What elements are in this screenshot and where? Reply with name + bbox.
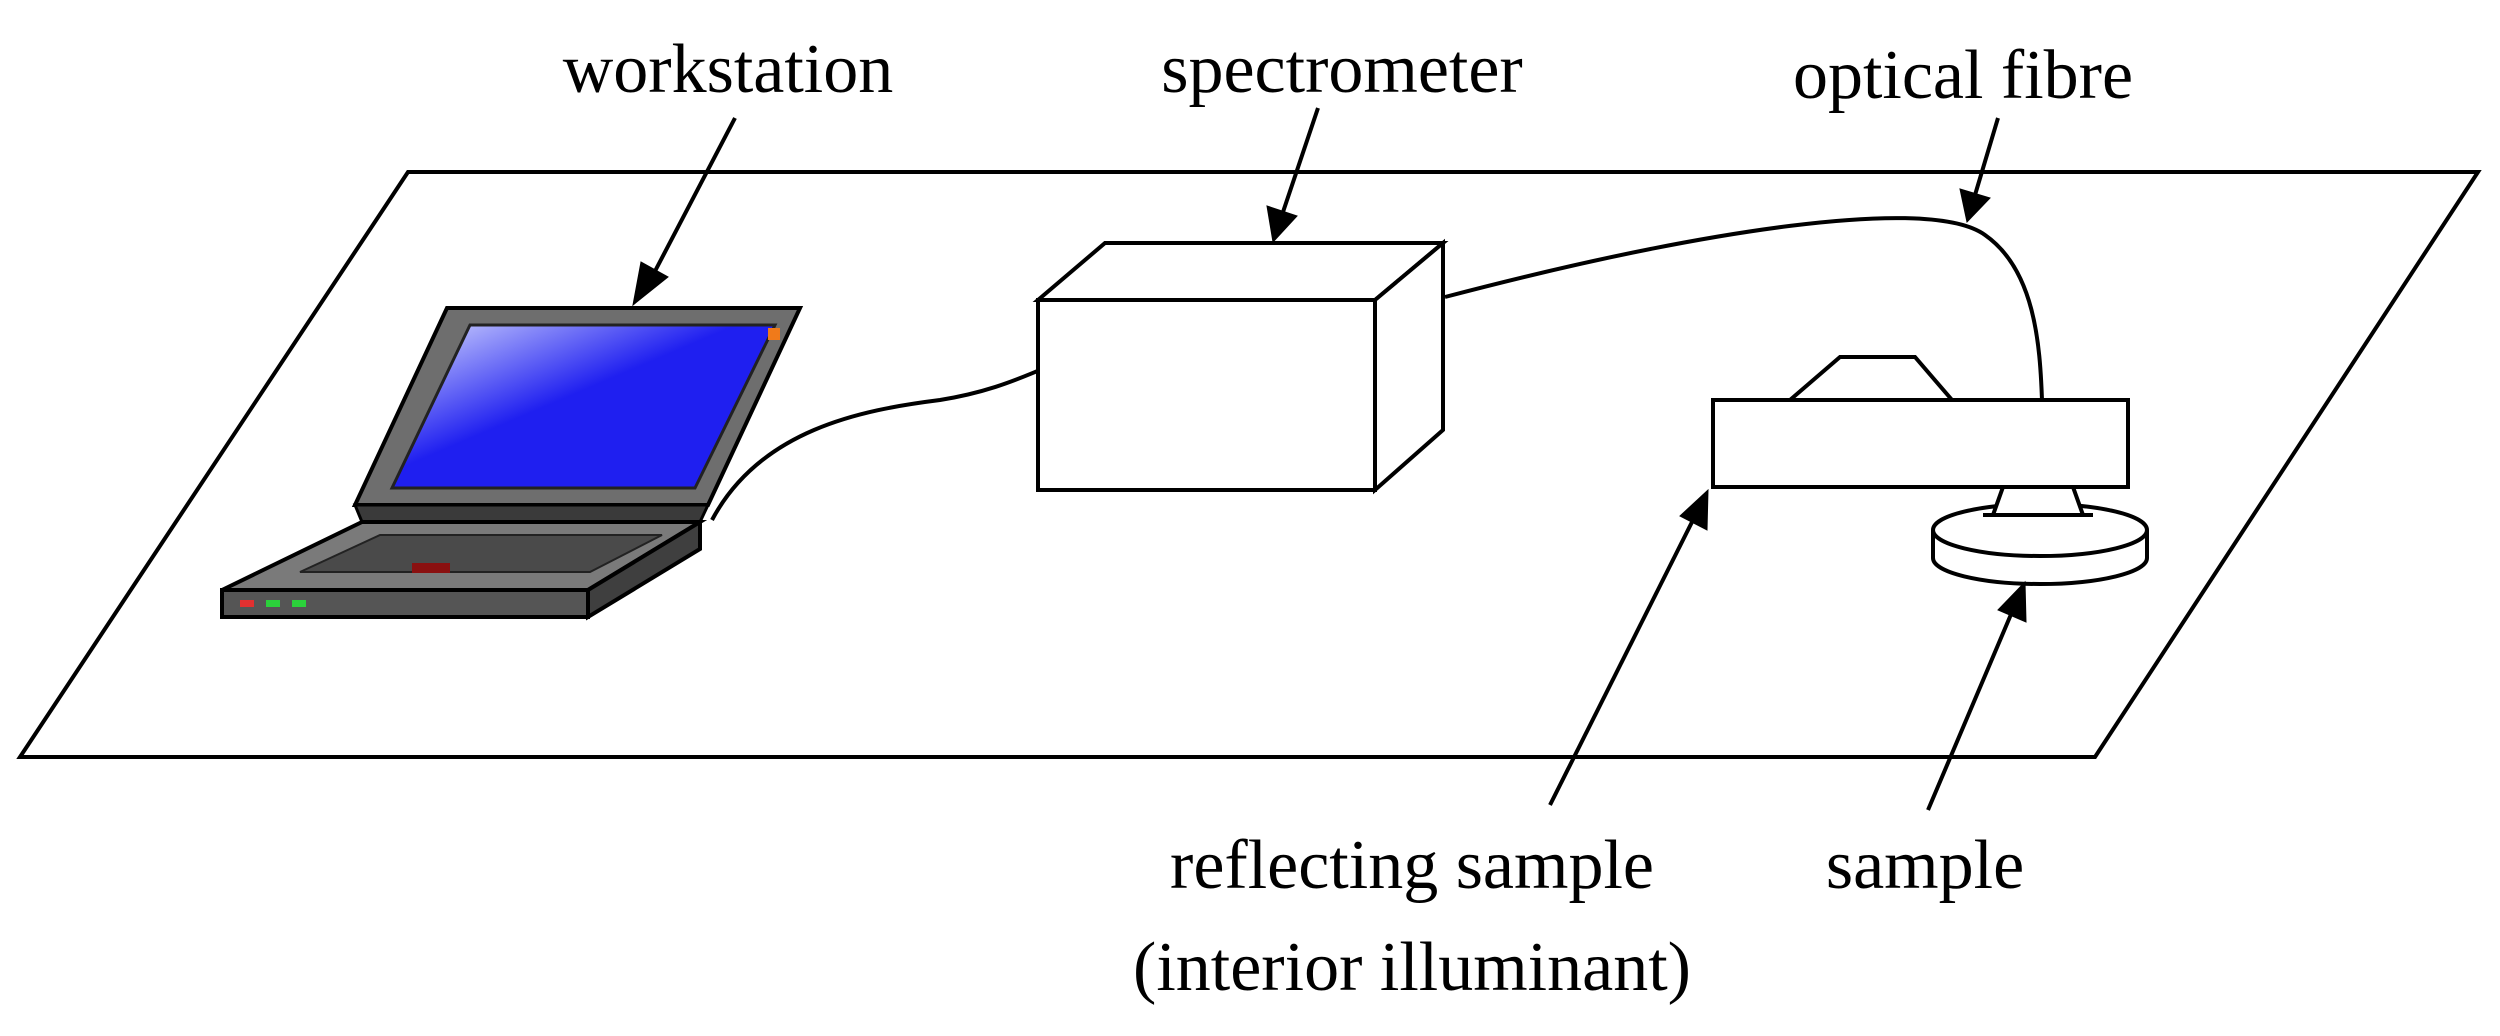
label-spectrometer: spectrometer (1161, 31, 1522, 108)
box-icon (1032, 238, 1449, 495)
laptop-icon (220, 306, 804, 621)
label-sample: sample (1826, 827, 2024, 904)
arrowhead-spectrometer (1266, 205, 1298, 244)
label-optical-fibre: optical fibre (1793, 37, 2133, 114)
arrow-spectrometer (1281, 107, 1320, 213)
label-reflecting-sample: reflecting sample (1170, 827, 1654, 904)
illuminant-housing-icon (1711, 355, 2130, 489)
label-interior-illuminant: (interior illuminant) (1133, 929, 1691, 1006)
led-3 (292, 600, 306, 607)
optical-fibre-line (1444, 216, 2044, 401)
laptop-cable (710, 368, 1041, 521)
laptop-side (586, 518, 702, 621)
spectrometer-side (1373, 238, 1445, 495)
arrowhead-sample (1997, 580, 2027, 623)
arrows (632, 107, 2027, 811)
sample-disc-icon (1931, 485, 2149, 586)
laptop-hinge (352, 503, 711, 524)
sample-stem (1990, 485, 2086, 517)
led-2 (266, 600, 280, 607)
housing-body (1711, 398, 2130, 489)
indicator-light (768, 328, 780, 340)
laptop-keyboard (299, 534, 663, 573)
arrow-workstation (651, 117, 737, 276)
arrowhead-reflecting-sample (1679, 488, 1709, 531)
spectrometer-front (1036, 298, 1377, 492)
led-1 (240, 600, 254, 607)
laptop-touchpad (412, 563, 450, 573)
arrowhead-optical-fibre (1959, 188, 1991, 224)
arrow-optical-fibre (1973, 117, 2000, 196)
arrow-reflecting-sample (1548, 519, 1695, 806)
arrowhead-workstation (632, 261, 669, 307)
laptop-screen (389, 323, 778, 490)
label-workstation: workstation (563, 31, 894, 108)
arrow-sample (1926, 611, 2014, 811)
